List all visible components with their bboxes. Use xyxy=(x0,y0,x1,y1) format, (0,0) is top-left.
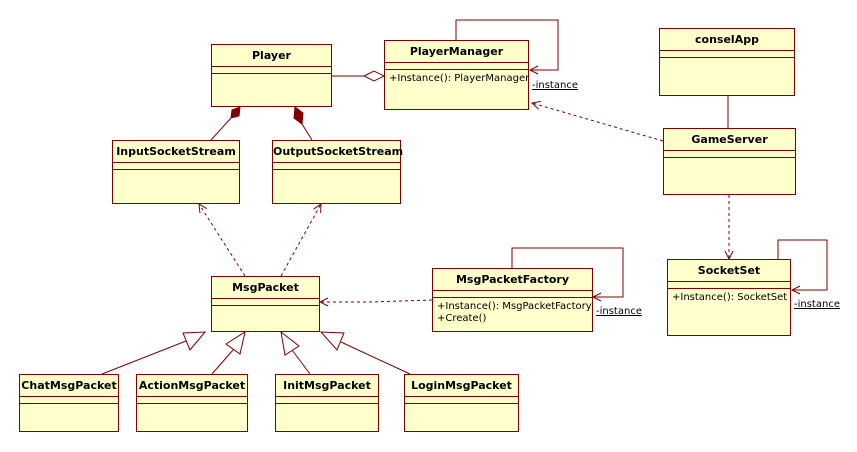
composition-line-input-socket-stream xyxy=(210,117,232,141)
class-login-msg-packet[interactable]: LoginMsgPacket xyxy=(404,374,519,432)
operation: +Instance(): SocketSet xyxy=(672,292,788,303)
class-action-msg-packet[interactable]: ActionMsgPacket xyxy=(136,374,248,432)
arrow-icon xyxy=(591,292,602,302)
inheritance-triangle-icon xyxy=(280,330,300,356)
class-chat-msg-packet[interactable]: ChatMsgPacket xyxy=(19,374,119,432)
attributes-compartment xyxy=(668,282,790,289)
class-player-manager[interactable]: PlayerManager +Instance(): PlayerManager xyxy=(384,40,529,110)
class-name: conselApp xyxy=(660,29,794,51)
self-association-msg-packet-factory xyxy=(511,247,624,298)
dependency-msgpacket-input-stream xyxy=(199,204,246,277)
generalization-chat-msg-packet xyxy=(101,340,187,375)
attributes-compartment xyxy=(660,51,794,58)
attributes-compartment xyxy=(664,151,795,158)
self-association-socket-set xyxy=(777,239,828,291)
class-socket-set[interactable]: SocketSet +Instance(): SocketSet xyxy=(667,259,791,336)
class-name: InitMsgPacket xyxy=(276,375,378,397)
class-player[interactable]: Player xyxy=(211,44,332,107)
class-name: MsgPacketFactory xyxy=(433,269,592,291)
class-consel-app[interactable]: conselApp xyxy=(659,28,795,96)
generalization-login-msg-packet xyxy=(340,341,411,375)
class-msg-packet-factory[interactable]: MsgPacketFactory +Instance(): MsgPacketF… xyxy=(432,268,593,332)
composition-diamond-icon xyxy=(230,106,241,119)
role-label-socket-set-instance: -instance xyxy=(794,299,840,310)
class-name: ChatMsgPacket xyxy=(20,375,118,397)
inheritance-triangle-icon xyxy=(225,330,246,355)
inheritance-triangle-icon xyxy=(182,331,207,351)
class-name: SocketSet xyxy=(668,260,790,282)
class-name: GameServer xyxy=(664,129,795,151)
class-init-msg-packet[interactable]: InitMsgPacket xyxy=(275,374,379,432)
attributes-compartment xyxy=(137,397,247,404)
arrow-icon xyxy=(790,285,801,295)
dependency-msgpacket-output-stream xyxy=(280,204,321,277)
attributes-compartment xyxy=(273,163,400,170)
attributes-compartment xyxy=(276,397,378,404)
attributes-compartment xyxy=(20,397,118,404)
composition-diamond-icon xyxy=(293,106,304,125)
class-output-socket-stream[interactable]: OutputSocketStream xyxy=(272,140,403,204)
role-label-player-manager-instance: -instance xyxy=(532,80,578,91)
attributes-compartment xyxy=(405,397,518,404)
class-name: Player xyxy=(212,45,331,67)
self-association-player-manager xyxy=(455,19,559,71)
class-name: PlayerManager xyxy=(385,41,528,63)
generalization-init-msg-packet xyxy=(291,349,311,375)
class-name: InputSocketStream xyxy=(113,141,239,163)
operation: +Instance(): PlayerManager xyxy=(389,73,530,84)
attributes-compartment xyxy=(212,67,331,74)
attributes-compartment xyxy=(433,291,592,298)
class-name: OutputSocketStream xyxy=(273,141,403,163)
attributes-compartment xyxy=(385,63,528,70)
class-name: ActionMsgPacket xyxy=(137,375,247,397)
generalization-action-msg-packet xyxy=(211,349,234,375)
attributes-compartment xyxy=(212,299,319,306)
aggregation-diamond-icon xyxy=(362,70,386,82)
class-name: MsgPacket xyxy=(212,277,319,299)
class-input-socket-stream[interactable]: InputSocketStream xyxy=(112,140,240,204)
attributes-compartment xyxy=(113,163,239,170)
operations-compartment: +Instance(): PlayerManager xyxy=(385,70,530,87)
operation: +Create() xyxy=(437,313,487,324)
composition-line-output-socket-stream xyxy=(301,123,313,141)
arrow-icon xyxy=(528,65,539,75)
dependency-gameserver-playermanager xyxy=(532,103,664,142)
inheritance-triangle-icon xyxy=(319,331,345,351)
class-name: LoginMsgPacket xyxy=(405,375,518,397)
operations-compartment: +Instance(): SocketSet xyxy=(668,289,790,306)
class-msg-packet[interactable]: MsgPacket xyxy=(211,276,320,332)
class-game-server[interactable]: GameServer xyxy=(663,128,796,195)
dependency-factory-msgpacket xyxy=(320,300,433,302)
role-label-msg-packet-factory-instance: -instance xyxy=(596,306,642,317)
operations-compartment: +Instance(): MsgPacketFactory +Create() xyxy=(433,298,592,327)
operation: +Instance(): MsgPacketFactory xyxy=(437,301,592,312)
